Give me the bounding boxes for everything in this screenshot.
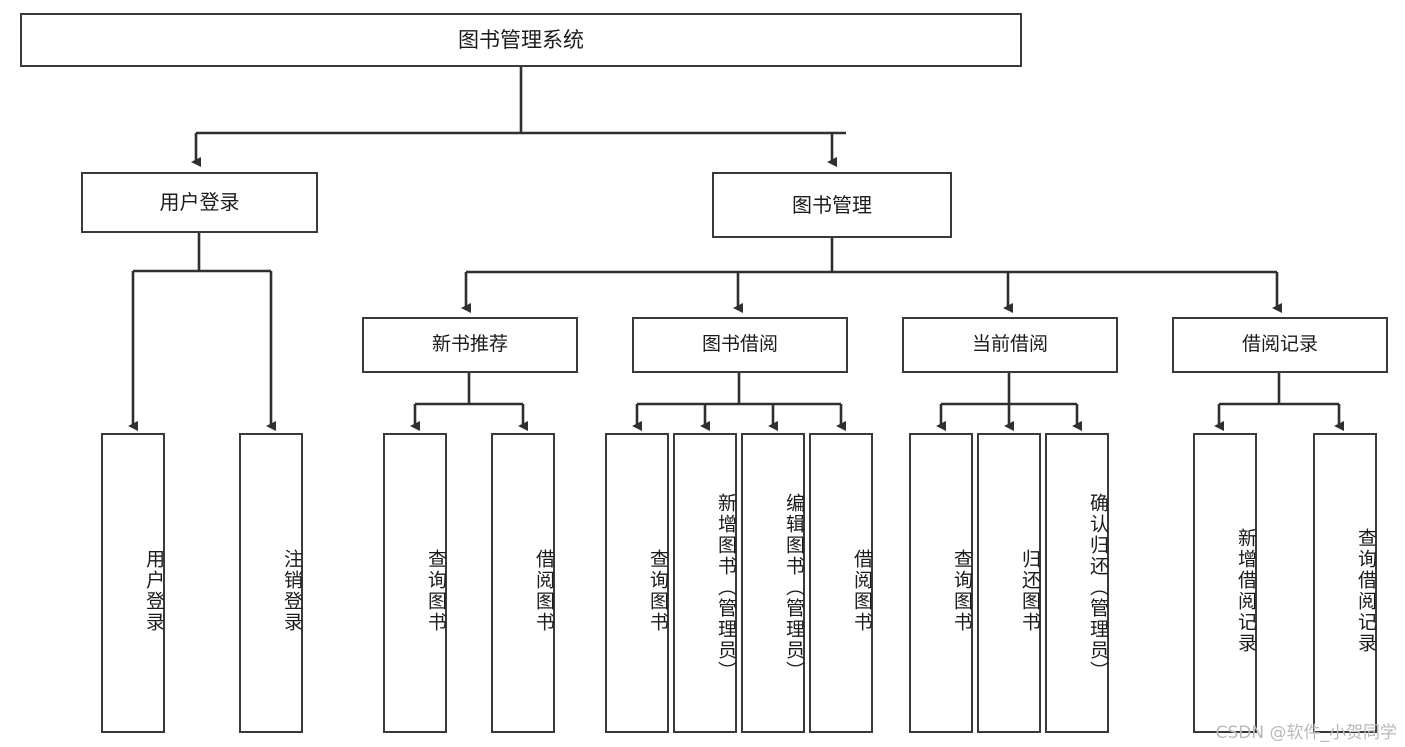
csdn-watermark: CSDN @软件_小贺同学	[1215, 723, 1397, 743]
node-label: 查询借阅记录	[1355, 528, 1377, 654]
node-leaf-confirm-return[interactable]: 确认归还（管理员）	[1045, 433, 1109, 733]
node-leaf-query-record[interactable]: 查询借阅记录	[1313, 433, 1377, 733]
node-label: 注销登录	[281, 549, 303, 633]
node-current-borrow[interactable]: 当前借阅	[902, 317, 1118, 373]
node-label: 图书管理	[792, 192, 872, 217]
node-leaf-return-book[interactable]: 归还图书	[977, 433, 1041, 733]
node-label: 当前借阅	[971, 333, 1048, 356]
node-label: 新增借阅记录	[1235, 528, 1257, 654]
node-label: 确认归还（管理员）	[1087, 492, 1109, 682]
node-book-management[interactable]: 图书管理	[712, 172, 952, 238]
node-leaf-edit-book[interactable]: 编辑图书（管理员）	[741, 433, 805, 733]
node-label: 查询图书	[425, 549, 447, 633]
node-root-system[interactable]: 图书管理系统	[20, 13, 1022, 67]
node-leaf-add-record[interactable]: 新增借阅记录	[1193, 433, 1257, 733]
node-new-book-recommend[interactable]: 新书推荐	[362, 317, 578, 373]
node-label: 新增图书（管理员）	[715, 492, 737, 682]
node-label: 归还图书	[1019, 549, 1041, 633]
node-label: 新书推荐	[431, 333, 508, 356]
node-leaf-borrow-book-1[interactable]: 借阅图书	[491, 433, 555, 733]
node-label: 查询图书	[951, 549, 973, 633]
node-leaf-query-book-3[interactable]: 查询图书	[909, 433, 973, 733]
node-label: 查询图书	[647, 549, 669, 633]
node-label: 图书管理系统	[458, 27, 584, 52]
node-label: 用户登录	[159, 190, 240, 214]
node-user-login[interactable]: 用户登录	[81, 172, 318, 233]
node-borrow-record[interactable]: 借阅记录	[1172, 317, 1388, 373]
node-leaf-user-login[interactable]: 用户登录	[101, 433, 165, 733]
node-leaf-borrow-book-2[interactable]: 借阅图书	[809, 433, 873, 733]
node-leaf-add-book[interactable]: 新增图书（管理员）	[673, 433, 737, 733]
node-label: 借阅图书	[851, 549, 873, 633]
node-label: 图书借阅	[701, 333, 778, 356]
node-book-borrow[interactable]: 图书借阅	[632, 317, 848, 373]
node-leaf-logout-login[interactable]: 注销登录	[239, 433, 303, 733]
node-leaf-query-book-1[interactable]: 查询图书	[383, 433, 447, 733]
node-label: 编辑图书（管理员）	[783, 492, 805, 682]
node-label: 借阅图书	[533, 549, 555, 633]
node-label: 用户登录	[143, 549, 165, 633]
node-leaf-query-book-2[interactable]: 查询图书	[605, 433, 669, 733]
node-label: 借阅记录	[1241, 333, 1318, 356]
